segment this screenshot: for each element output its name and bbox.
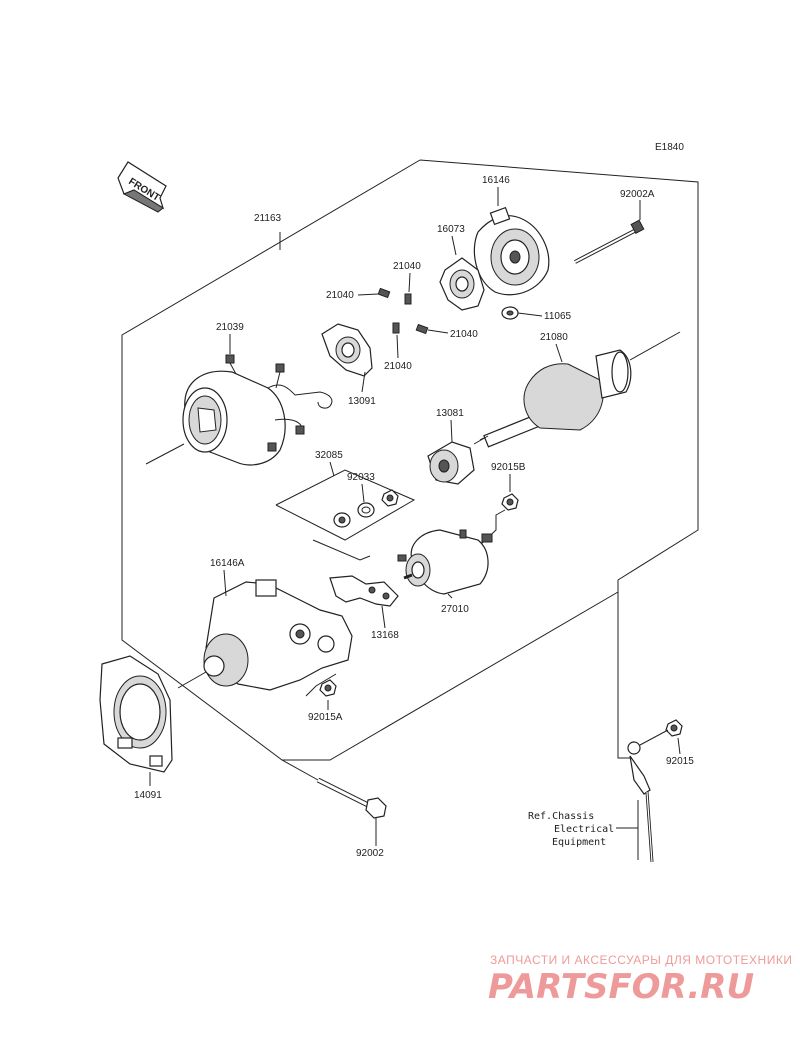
callout-92015B: 92015B — [491, 462, 526, 473]
nut-92015 — [665, 719, 683, 737]
callout-21080: 21080 — [540, 332, 568, 343]
callout-14091: 14091 — [134, 790, 162, 801]
callout-92002A: 92002A — [620, 189, 655, 200]
reference-line-3: Equipment — [552, 837, 606, 848]
callout-16146: 16146 — [482, 175, 510, 186]
diagram-code: E1840 — [655, 142, 684, 153]
armature-21080 — [473, 331, 681, 448]
watermark-tagline: ЗАПЧАСТИ И АКСЕССУАРЫ ДЛЯ МОТОТЕХНИКИ — [490, 953, 792, 967]
brush-plate-16073 — [439, 257, 485, 311]
callout-92015: 92015 — [666, 756, 694, 767]
watermark-brand: PARTSFOR.RU — [488, 967, 754, 1007]
lever-13168 — [329, 575, 399, 607]
callout-16073: 16073 — [437, 224, 465, 235]
rear-cover-16146 — [473, 206, 550, 296]
front-housing-16146A — [177, 579, 353, 691]
reference-note: Ref.Chassis Electrical Equipment — [528, 811, 614, 848]
watermark: ЗАПЧАСТИ И АКСЕССУАРЫ ДЛЯ МОТОТЕХНИКИ PA… — [488, 953, 792, 1007]
kit-box-32085 — [275, 469, 416, 541]
callout-13081: 13081 — [436, 408, 464, 419]
callout-16146A: 16146A — [210, 558, 245, 569]
front-arrow-icon: FRONT — [117, 161, 167, 213]
gasket-plate-14091 — [99, 655, 173, 773]
brushes-21040 — [377, 287, 429, 335]
callout-92002: 92002 — [356, 848, 384, 859]
reference-line-1: Ref.Chassis — [528, 811, 594, 822]
nut-92015B — [501, 493, 519, 511]
holder-plate-13091 — [321, 323, 373, 377]
mounting-bolt-92002 — [281, 759, 387, 819]
callout-21040-left: 21040 — [326, 290, 354, 301]
callout-92033: 92033 — [347, 472, 375, 483]
long-bolt-92002A — [574, 219, 645, 264]
callout-21040-top: 21040 — [393, 261, 421, 272]
callout-92015A: 92015A — [308, 712, 343, 723]
nut-92015A — [319, 679, 337, 697]
assembly-outline — [121, 159, 699, 761]
battery-cable — [616, 592, 654, 863]
pinion-gear-13081 — [427, 441, 475, 485]
callout-32085: 32085 — [315, 450, 343, 461]
callout-21039: 21039 — [216, 322, 244, 333]
callout-13091: 13091 — [348, 396, 376, 407]
solenoid-27010 — [397, 529, 493, 595]
callout-27010: 27010 — [441, 604, 469, 615]
callout-11065: 11065 — [544, 311, 572, 322]
callout-21040-bottom: 21040 — [384, 361, 412, 372]
yoke-21039 — [182, 354, 333, 466]
callout-13168: 13168 — [371, 630, 399, 641]
grommet-11065 — [501, 306, 519, 320]
reference-line-2: Electrical — [554, 824, 614, 835]
callout-21163: 21163 — [254, 213, 282, 224]
callout-21040-right: 21040 — [450, 329, 478, 340]
